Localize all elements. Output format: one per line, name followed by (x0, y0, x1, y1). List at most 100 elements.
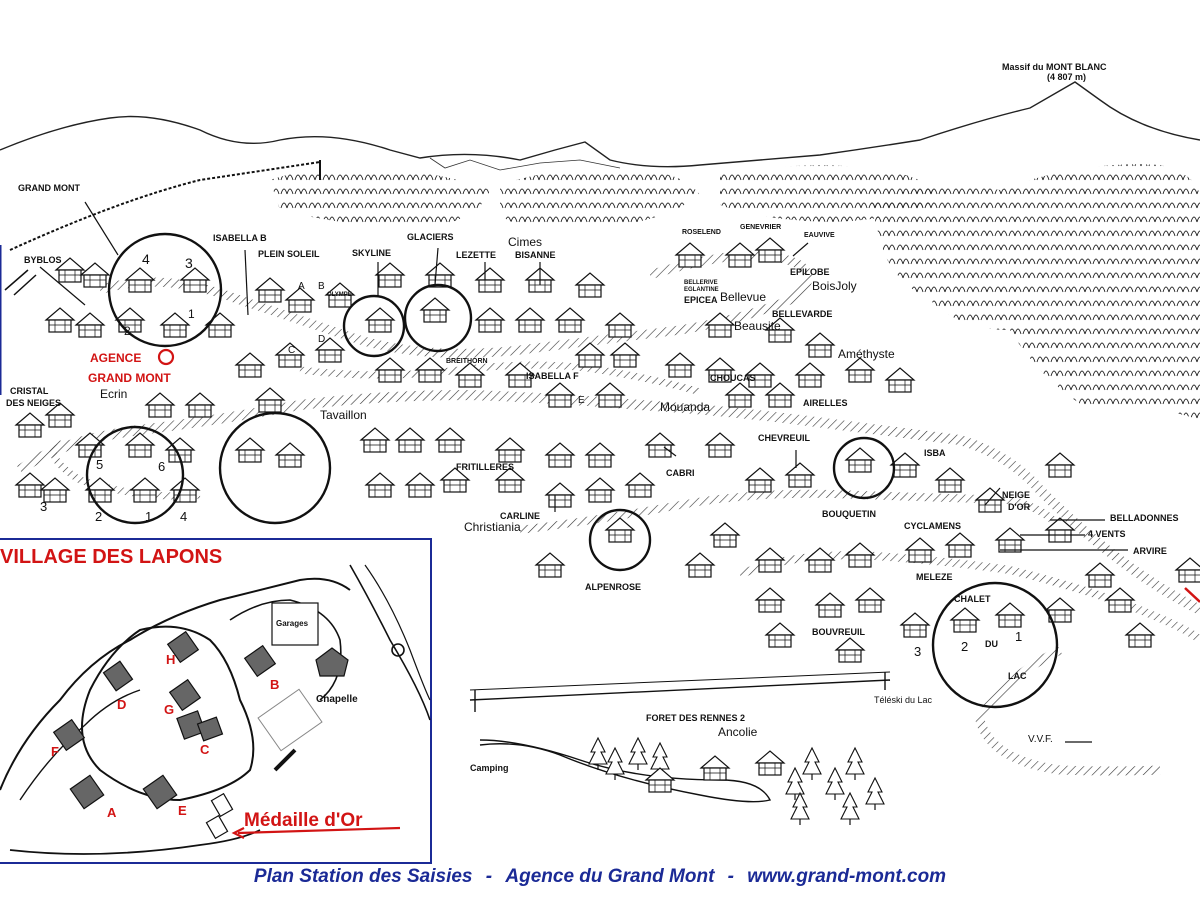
label-bellerive: BELLERIVE (684, 280, 718, 286)
label-choucas: CHOUCAS (710, 373, 756, 383)
label-cristal: CRISTAL (10, 386, 49, 396)
ski-lift-top (9, 161, 321, 251)
inset-building-h: H (166, 652, 176, 667)
label-epicea: EPICEA (684, 295, 718, 305)
road-west (49, 437, 201, 500)
label-mouanda: Mouanda (660, 400, 711, 414)
label-tavaillon: Tavaillon (320, 408, 367, 422)
label-christiania: Christiania (464, 520, 521, 534)
label-4-vents: 4 VENTS (1088, 529, 1126, 539)
letter-a: A (298, 281, 305, 292)
label-bouquetin: BOUQUETIN (822, 509, 876, 519)
label-isabella-f: ISABELLA F (526, 371, 579, 381)
camping-road (479, 739, 772, 803)
label-cyclamens: CYCLAMENS (904, 521, 962, 531)
number-label: 5 (96, 457, 104, 472)
label-bellevue: Bellevue (720, 290, 767, 304)
label-des-neiges: DES NEIGES (6, 398, 62, 408)
label-meleze: MELEZE (916, 572, 953, 582)
label-amethyste: Améthyste (838, 347, 895, 361)
letter-e: E (578, 395, 585, 406)
inset-building-g: G (164, 702, 175, 717)
label-glaciers: GLACIERS (407, 232, 454, 242)
teleski-lac (469, 671, 891, 712)
label-olympe: OLYMPE (327, 292, 352, 298)
inset-garages-label: Garages (276, 619, 309, 628)
label-byblos: BYBLOS (24, 255, 62, 265)
label-vvf: V.V.F. (1028, 734, 1053, 745)
label-cimes: Cimes (508, 235, 543, 249)
label-neige-or: D'OR (1008, 502, 1031, 512)
label-teleski-lac: Téléski du Lac (874, 695, 933, 705)
label-fritilleres: FRITILLERES (456, 462, 514, 472)
label-epilobe: EPILOBE (790, 267, 830, 277)
agence-label-line1: AGENCE (90, 351, 142, 365)
road-lower (519, 489, 1064, 534)
number-label: 6 (158, 459, 166, 474)
label-bisanne: BISANNE (515, 250, 556, 260)
label-lezette: LEZETTE (456, 250, 496, 260)
label-du: DU (985, 639, 998, 649)
label-chevreuil: CHEVREUIL (758, 433, 811, 443)
label-eauvive: EAUVIVE (804, 232, 835, 239)
road-main (17, 389, 1200, 615)
label-isba: ISBA (924, 448, 946, 458)
label-neige: NEIGE (1002, 490, 1031, 500)
label-bois-joly: BoisJoly (812, 279, 857, 293)
inset-building-a: A (107, 805, 117, 820)
number-label: 3 (185, 255, 193, 271)
label-lac: LAC (1008, 671, 1027, 681)
footer-part1: Plan Station des Saisies (253, 866, 473, 887)
label-eglantine: EGLANTINE (684, 287, 719, 293)
agence-marker (157, 348, 175, 366)
inset-building-e: E (178, 803, 187, 818)
number-label: 1 (188, 307, 195, 321)
forest-right (870, 164, 1200, 420)
label-plein-soleil: PLEIN SOLEIL (258, 249, 320, 259)
label-bouvreuil: BOUVREUIL (812, 627, 866, 637)
label-beausite: Beausite (734, 319, 781, 333)
label-ecrin: Ecrin (100, 387, 128, 401)
label-isabella-b: ISABELLA B (213, 233, 267, 243)
letter-b: B (318, 281, 325, 292)
inset-building-f: F (51, 744, 59, 759)
pointer-arrows (39, 201, 1128, 743)
letter-d: D (318, 334, 326, 345)
number-label: 1 (145, 509, 153, 524)
footer-caption: Plan Station des Saisies - Agence du Gra… (0, 866, 1200, 888)
footer-sep: - (727, 866, 734, 887)
label-foret-rennes: FORET DES RENNES 2 (646, 713, 746, 723)
label-camping: Camping (470, 763, 509, 773)
inset-building-c: C (200, 742, 210, 757)
label-skyline: SKYLINE (352, 248, 392, 258)
inset-title: VILLAGE DES LAPONS (0, 546, 223, 568)
label-ancolie: Ancolie (718, 725, 758, 739)
highlight-circles (85, 232, 1059, 709)
mountain-ridge (0, 81, 1200, 168)
road-lac (975, 645, 1161, 776)
number-label: 2 (124, 324, 131, 338)
inset-frame (0, 538, 432, 864)
number-label: 3 (914, 644, 922, 659)
label-arvire: ARVIRE (1133, 546, 1167, 556)
inset-medaille-label: Médaille d'Or (244, 810, 363, 831)
label-grand-mont: GRAND MONT (18, 183, 80, 193)
label-airelles: AIRELLES (803, 398, 848, 408)
forest-left (270, 166, 490, 230)
footer-website-link[interactable]: www.grand-mont.com (747, 866, 947, 887)
label-chalet: CHALET (954, 594, 991, 604)
number-label: 4 (142, 251, 150, 267)
letter-c: C (288, 345, 296, 356)
label-belladonnes: BELLADONNES (1110, 513, 1179, 523)
inset-chapelle-label: Chapelle (316, 694, 358, 705)
label-cabri: CABRI (666, 468, 695, 478)
number-label: 4 (180, 509, 188, 524)
footer-part2: Agence du Grand Mont (505, 866, 715, 887)
label-mont-blanc: Massif du MONT BLANC (1002, 62, 1107, 72)
number-label: 2 (961, 639, 969, 654)
label-mont-blanc-altitude: (4 807 m) (1047, 72, 1087, 82)
label-genevrier: GENEVRIER (740, 224, 782, 231)
number-label: 2 (95, 509, 103, 524)
footer-sep: - (485, 866, 493, 887)
inset-building-b: B (270, 677, 280, 692)
